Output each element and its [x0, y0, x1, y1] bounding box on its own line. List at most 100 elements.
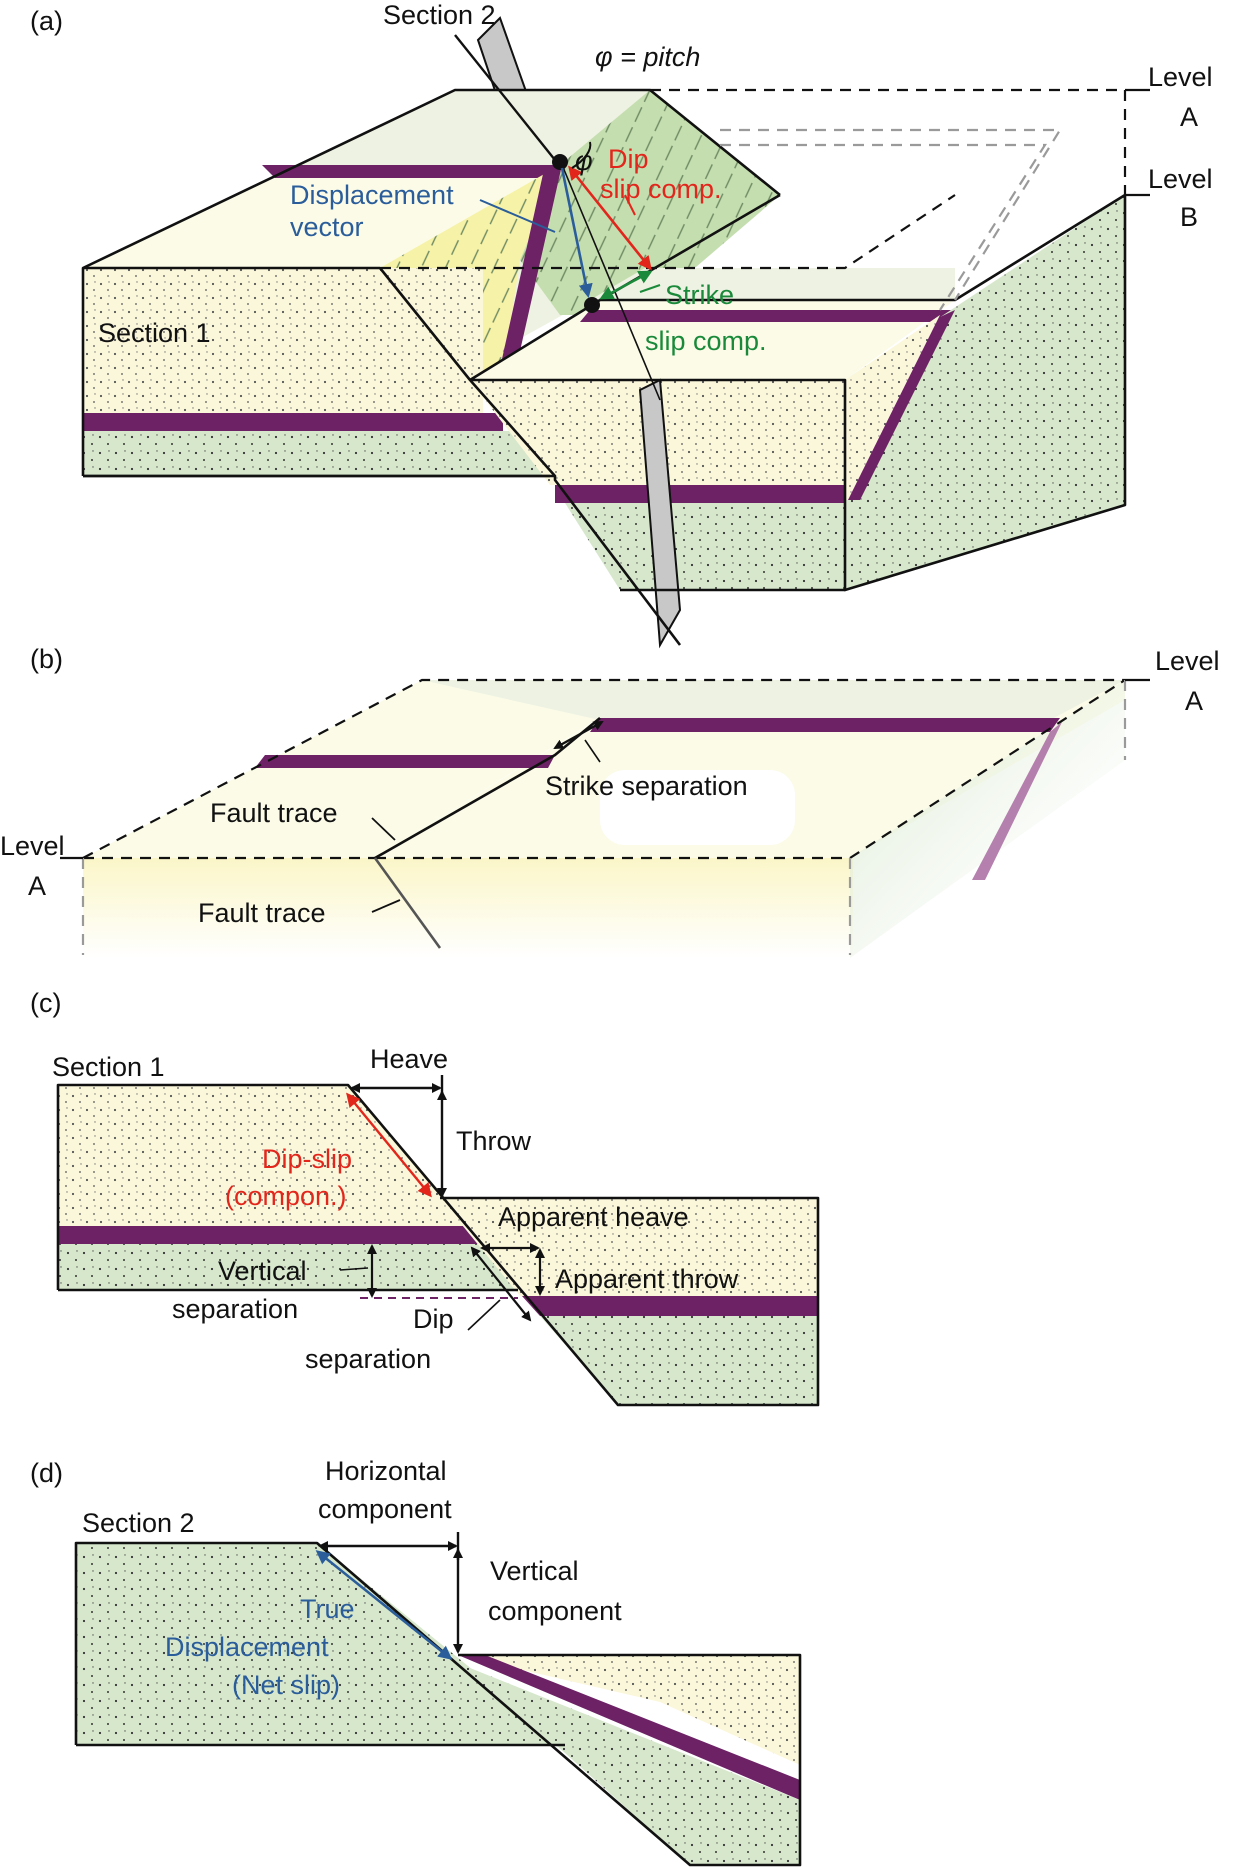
- panel-a-letter: (a): [30, 6, 63, 36]
- hangingwall-side-face: [845, 195, 1125, 590]
- b-fault-trace-lower-label: Fault trace: [198, 898, 326, 928]
- slip-point-lower: [584, 297, 600, 313]
- section1-label-a: Section 1: [98, 318, 211, 348]
- b-fault-trace-upper-leader: [371, 817, 396, 841]
- c-footwall-outline: [56, 1083, 820, 1407]
- footwall-front-face-green: [83, 431, 555, 476]
- b-strike-separation-arrow: [553, 720, 604, 750]
- hangingwall-outline: [469, 193, 1127, 592]
- level-b-dashed-edge: [380, 194, 956, 270]
- panel-c-letter: (c): [30, 988, 61, 1018]
- footwall-bed-front: [83, 413, 503, 431]
- d-vertical-label-1: Vertical: [490, 1556, 579, 1586]
- c-vertical-label-2: separation: [172, 1294, 298, 1324]
- bed-trace-footwall-top: [262, 165, 560, 178]
- b-label-backdrop: [600, 770, 795, 845]
- d-hangingwall-sand: [458, 1655, 800, 1765]
- side-face-sand: [845, 315, 940, 500]
- c-dipsep-leader: [467, 1299, 501, 1331]
- c-dipslip-label-1: Dip-slip: [262, 1144, 352, 1174]
- footwall-front-face-sand: [83, 268, 483, 413]
- footwall-outline: [81, 88, 781, 476]
- panel-b-letter: (b): [30, 644, 63, 674]
- phi-label: φ: [575, 146, 593, 176]
- c-hangingwall-sand: [440, 1198, 818, 1296]
- dip-leader: [624, 194, 636, 216]
- c-dipsep-label-1: Dip: [413, 1304, 454, 1334]
- strike-slip-label-1: Strike: [665, 280, 734, 310]
- b-level-right-1: Level: [1155, 646, 1220, 676]
- b-fault-trace-upper-label: Fault trace: [210, 798, 338, 828]
- dip-slip-label-2: slip comp.: [600, 174, 722, 204]
- panel-b: (b) Level A Level A Strike separation Fa…: [0, 644, 1220, 958]
- hangingwall-front-green: [565, 503, 845, 590]
- dip-slip-arrow: [568, 165, 652, 271]
- strike-slip-label-2: slip comp.: [645, 326, 767, 356]
- b-back-top: [422, 680, 1125, 720]
- displacement-label-1: Displacement: [290, 180, 454, 210]
- d-hangingwall-bed: [458, 1655, 800, 1800]
- d-section2-label: Section 2: [82, 1508, 195, 1538]
- c-dipsep-label-2: separation: [305, 1344, 431, 1374]
- b-fault-trace-front: [373, 857, 442, 949]
- pitch-angle-arc: [571, 141, 592, 169]
- displacement-leader: [479, 199, 556, 233]
- c-vertical-label-1: Vertical: [218, 1256, 307, 1286]
- bed-on-side-face: [845, 310, 955, 500]
- c-footwall-bed: [58, 1226, 485, 1244]
- level-b-label-1: Level: [1148, 164, 1213, 194]
- b-bed-footwall: [255, 755, 555, 768]
- hangingwall-top-back: [590, 268, 955, 300]
- b-level-right-2: A: [1185, 686, 1203, 716]
- displacement-label-2: vector: [290, 212, 364, 242]
- b-level-left-2: A: [28, 871, 46, 901]
- strike-leader: [639, 284, 661, 293]
- b-right-dashed: [849, 679, 1126, 859]
- strike-slip-arrow: [599, 270, 653, 300]
- d-hangingwall-green: [470, 1668, 800, 1865]
- d-true-label-3: (Net slip): [232, 1670, 340, 1700]
- level-b-label-2: B: [1180, 202, 1198, 232]
- panel-d: (d) Section 2 Horizontal component Verti…: [30, 1456, 802, 1867]
- c-apparent-heave-label: Apparent heave: [498, 1202, 689, 1232]
- b-footwall-top: [83, 680, 660, 858]
- footwall-top-front: [83, 178, 560, 268]
- c-apparent-throw-label: Apparent throw: [555, 1264, 739, 1294]
- c-section1-label: Section 1: [52, 1052, 165, 1082]
- b-front-face: [83, 858, 853, 958]
- d-true-displacement-arrow: [315, 1550, 453, 1660]
- c-throw-label: Throw: [456, 1126, 532, 1156]
- section2-pointer: [454, 34, 556, 161]
- panel-c: (c) Section 1 Heave Throw Dip-slip (comp…: [30, 988, 820, 1407]
- b-strike-separation-label: Strike separation: [545, 771, 748, 801]
- d-vertical-label-2: component: [488, 1596, 622, 1626]
- hangingwall-bed-front: [555, 485, 845, 503]
- b-strike-separation-leader: [584, 739, 601, 763]
- panel-a: (a) Section 2 φ = pitch φ Level A Level …: [30, 0, 1213, 649]
- b-fault-trace-lower-leader: [371, 899, 401, 913]
- c-dipslip-label-2: (compon.): [225, 1181, 347, 1211]
- c-hangingwall-green: [540, 1316, 818, 1405]
- level-a-label-2: A: [1180, 102, 1198, 132]
- panel-d-letter: (d): [30, 1458, 63, 1488]
- d-horizontal-label-2: component: [318, 1494, 452, 1524]
- d-true-label-2: Displacement: [165, 1632, 329, 1662]
- pitch-label: φ = pitch: [595, 42, 700, 72]
- c-vertical-leader: [339, 1267, 369, 1271]
- b-right-face: [850, 680, 1125, 958]
- d-horizontal-label-1: Horizontal: [325, 1456, 447, 1486]
- level-a-label-1: Level: [1148, 62, 1213, 92]
- c-hangingwall-bed: [522, 1296, 818, 1316]
- ghost-bed-dashed-2: [720, 143, 1048, 311]
- c-heave-label: Heave: [370, 1044, 448, 1074]
- b-level-left-1: Level: [0, 831, 65, 861]
- c-dipslip-arrow: [346, 1092, 432, 1198]
- bed-on-fault-plane: [500, 165, 562, 368]
- b-bed-hangingwall: [590, 718, 1060, 732]
- dip-slip-label-1: Dip: [608, 144, 649, 174]
- c-dip-separation-arrow: [470, 1246, 532, 1322]
- bed-trace-hangingwall-top: [580, 310, 955, 322]
- b-bed-side: [972, 722, 1062, 880]
- d-outline: [74, 1541, 802, 1867]
